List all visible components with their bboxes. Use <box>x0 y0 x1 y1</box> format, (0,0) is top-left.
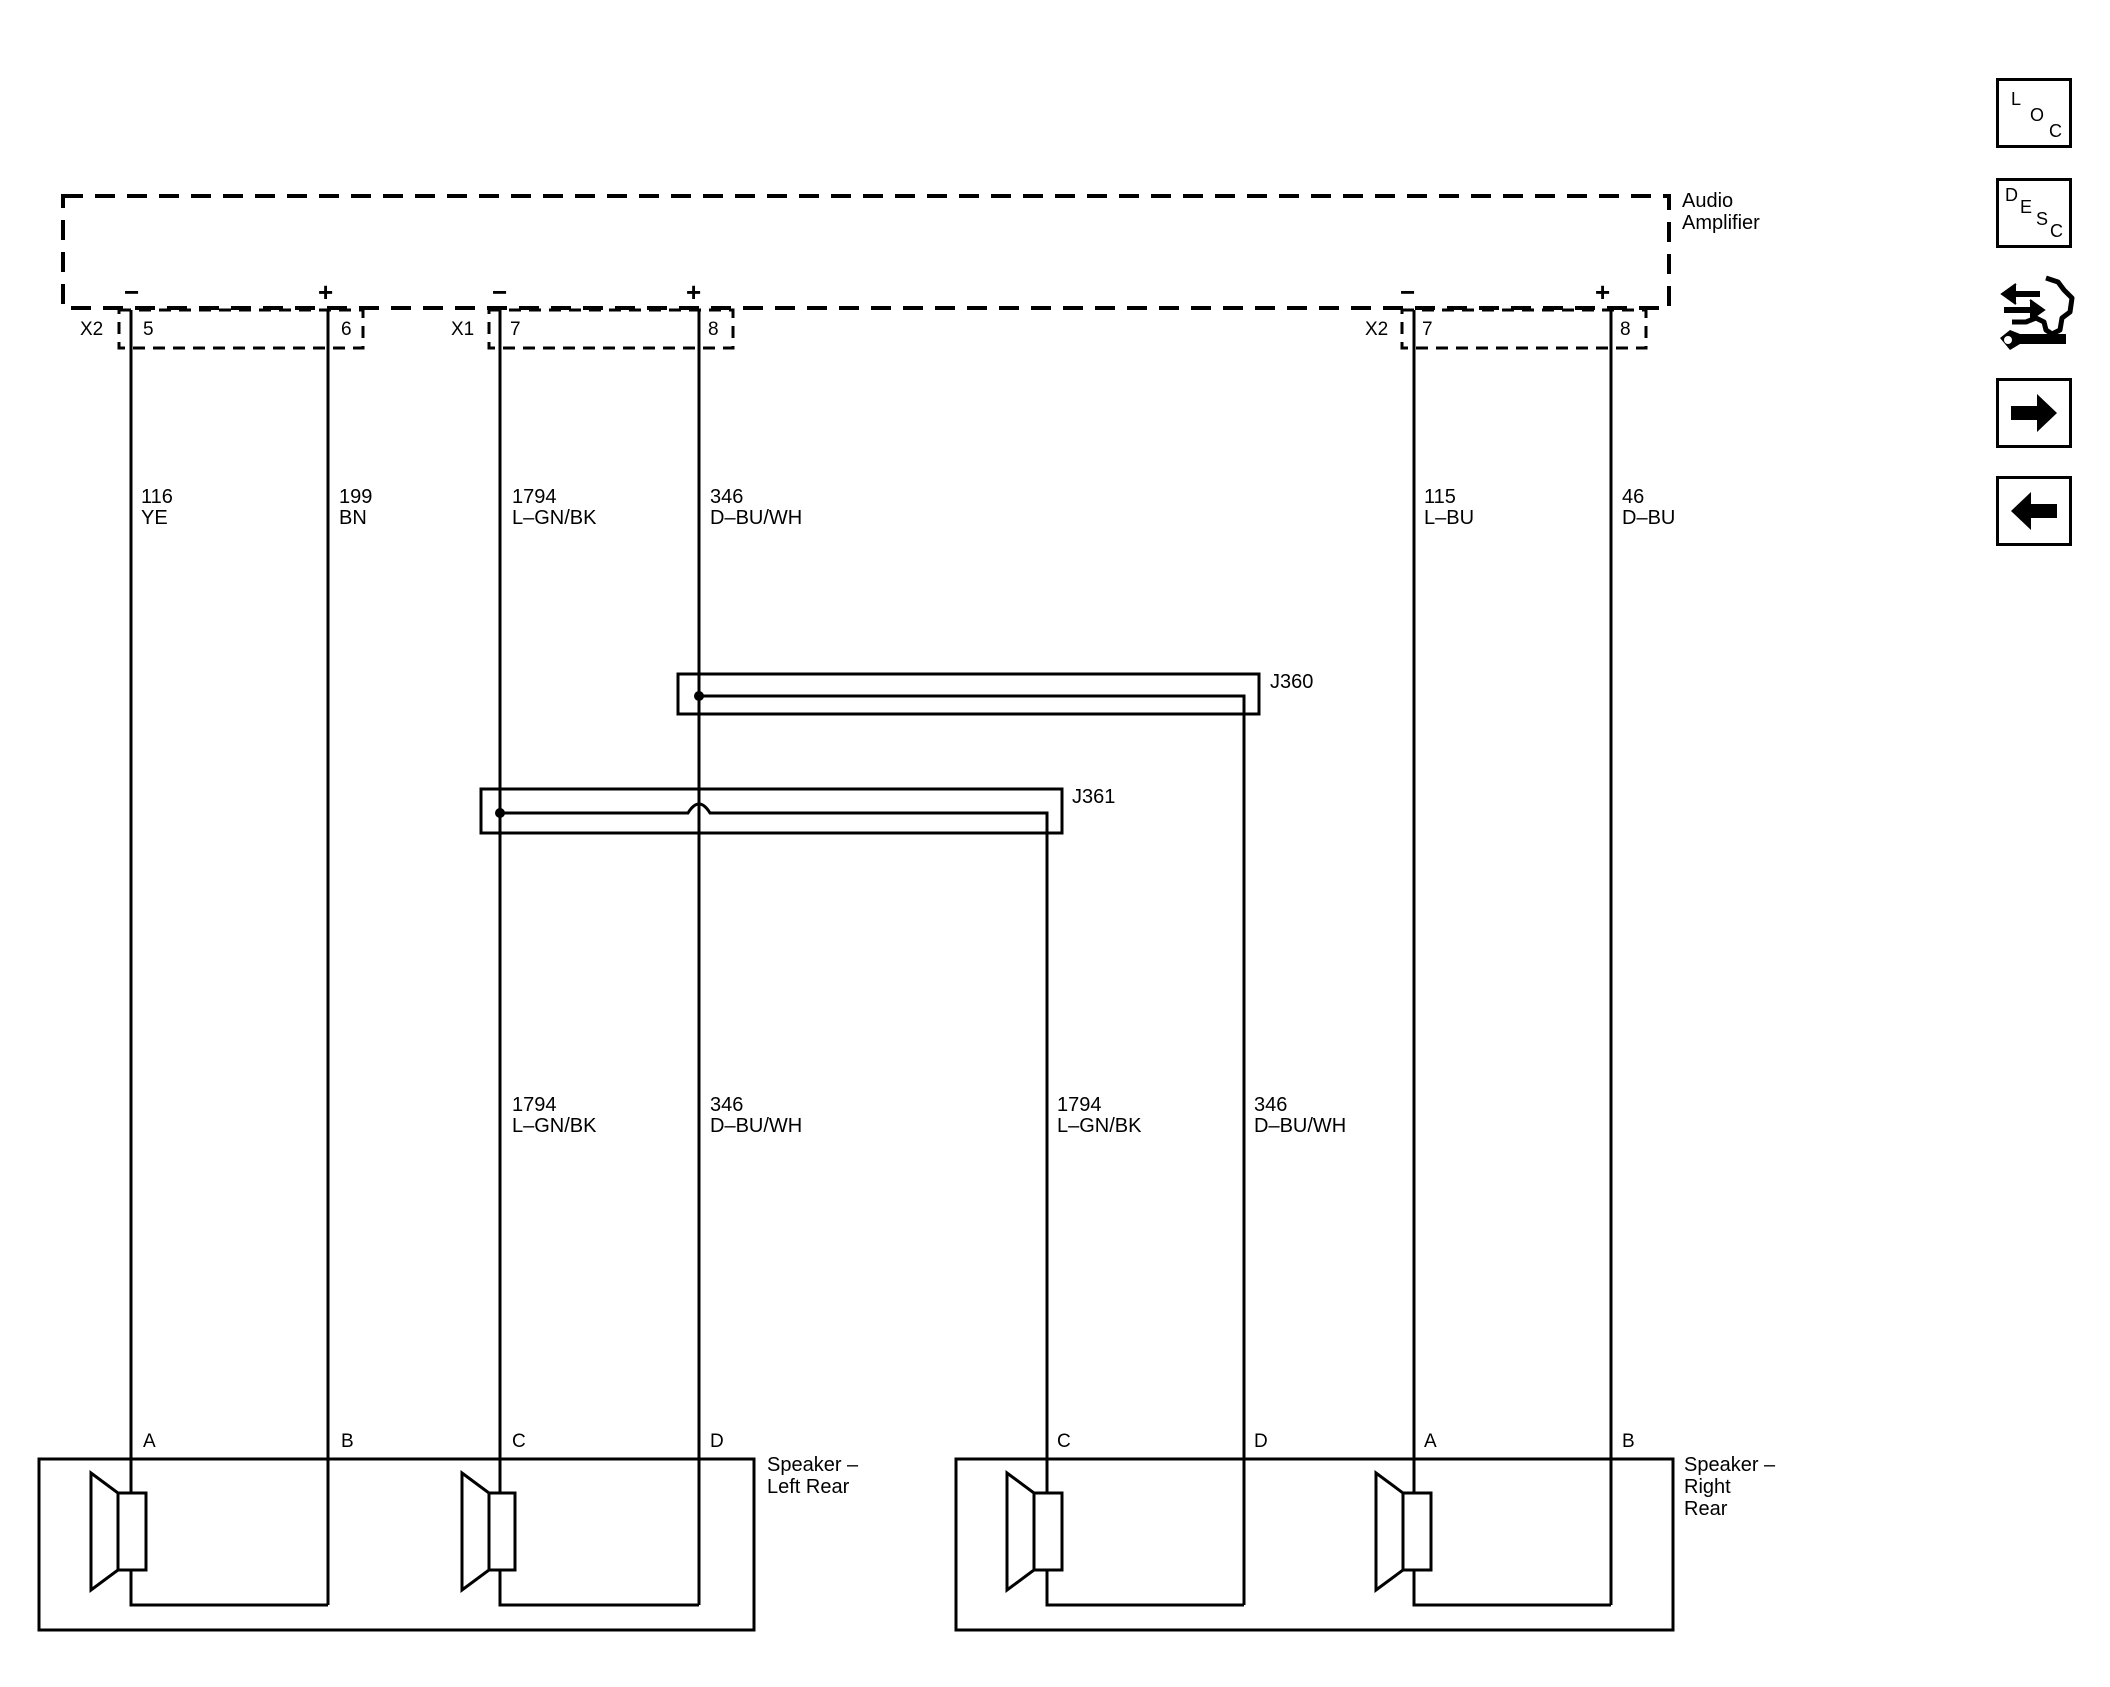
speaker-icon-left-2 <box>460 1470 517 1593</box>
speaker-left-rear-pin-d: D <box>710 1431 724 1452</box>
wire-label-115: 115 <box>1424 486 1456 508</box>
speaker-left-rear-box <box>37 1457 756 1632</box>
wire-label-346-upper: 346 <box>710 486 743 508</box>
splice-j361-dot <box>495 808 505 818</box>
speaker-right-2-loop <box>1412 1570 1611 1607</box>
wire-label-l-gn-bk-lower-right: L–GN/BK <box>1057 1115 1142 1137</box>
speaker-right-rear-pin-a: A <box>1424 1431 1437 1452</box>
speaker-left-rear-pin-a: A <box>143 1431 156 1452</box>
speaker-icon-left-1 <box>89 1470 148 1593</box>
wire-label-l-bu: L–BU <box>1424 507 1474 529</box>
wire-label-116: 116 <box>141 486 173 508</box>
wire-label-l-gn-bk-upper: L–GN/BK <box>512 507 597 529</box>
wire-label-l-gn-bk-lower-left: L–GN/BK <box>512 1115 597 1137</box>
speaker-icon-right-1 <box>1005 1470 1064 1593</box>
connector-pin-6: 6 <box>341 319 352 340</box>
splice-j360-label: J360 <box>1270 671 1313 693</box>
wire-label-346-lower-right: 346 <box>1254 1094 1287 1116</box>
speaker-right-rear-pin-d: D <box>1254 1431 1268 1452</box>
connector-x1 <box>487 308 735 350</box>
connector-pin-8-right: 8 <box>1620 319 1631 340</box>
wire-label-199: 199 <box>339 486 372 508</box>
wire-label-46: 46 <box>1622 486 1644 508</box>
polarity-minus-3: − <box>1400 277 1415 307</box>
speaker-right-rear-label-3: Rear <box>1684 1498 1728 1520</box>
loc-letter-c: C <box>2049 121 2062 141</box>
audio-amplifier-label-1: Audio <box>1682 190 1733 212</box>
wire-label-d-bu: D–BU <box>1622 507 1675 529</box>
splice-j361-bus <box>500 802 1049 1605</box>
audio-amplifier-label-2: Amplifier <box>1682 212 1760 234</box>
connector-id-x1: X1 <box>451 319 474 340</box>
connector-id-x2-right: X2 <box>1365 319 1388 340</box>
wire-label-1794-lower-left: 1794 <box>512 1094 557 1116</box>
loc-letter-o: O <box>2030 105 2045 125</box>
speaker-left-2-loop <box>498 1570 699 1607</box>
connector-x2-right <box>1400 308 1648 350</box>
splice-j360-bus <box>699 694 1246 1605</box>
speaker-right-rear-label-1: Speaker – <box>1684 1454 1776 1476</box>
wire-label-d-bu-wh-lower-left: D–BU/WH <box>710 1115 802 1137</box>
speaker-left-rear-pin-b: B <box>341 1431 354 1452</box>
splice-j360-dot <box>694 691 704 701</box>
audio-amplifier-box <box>61 194 1671 310</box>
polarity-minus-2: − <box>492 277 507 307</box>
connector-pin-7: 7 <box>510 319 521 340</box>
connector-pin-7-right: 7 <box>1422 319 1433 340</box>
wire-label-ye: YE <box>141 507 168 529</box>
speaker-left-rear-label-2: Left Rear <box>767 1476 850 1498</box>
connector-pin-8: 8 <box>708 319 719 340</box>
wire-label-d-bu-wh-lower-right: D–BU/WH <box>1254 1115 1346 1137</box>
wire-label-d-bu-wh-upper: D–BU/WH <box>710 507 802 529</box>
wire-label-1794-upper: 1794 <box>512 486 557 508</box>
arrow-left-icon <box>2011 492 2057 530</box>
speaker-icon-right-2 <box>1374 1470 1433 1593</box>
polarity-minus-1: − <box>124 277 139 307</box>
splice-j361-box <box>479 787 1064 835</box>
connector-end-view-button[interactable] <box>1996 272 2076 360</box>
desc-letter-d: D <box>2005 185 2018 205</box>
arrow-right-icon <box>2011 394 2057 432</box>
connector-pin-5: 5 <box>143 319 154 340</box>
connector-id-x2-left: X2 <box>80 319 103 340</box>
splice-j360-box <box>676 672 1261 716</box>
polarity-plus-2: + <box>686 277 701 307</box>
polarity-plus-3: + <box>1595 277 1610 307</box>
speaker-right-rear-box <box>954 1457 1675 1632</box>
speaker-right-rear-pin-b: B <box>1622 1431 1635 1452</box>
next-button[interactable] <box>1996 378 2072 448</box>
connector-end-view-icon <box>2000 275 2075 350</box>
speaker-left-rear-pin-c: C <box>512 1431 526 1452</box>
desc-letter-e: E <box>2020 197 2033 217</box>
desc-letter-s: S <box>2036 209 2049 229</box>
speaker-right-rear-label-2: Right <box>1684 1476 1731 1498</box>
loc-letter-l: L <box>2011 89 2022 109</box>
polarity-plus-1: + <box>318 277 333 307</box>
connector-x2-left <box>117 308 365 350</box>
wire-label-bn: BN <box>339 507 367 529</box>
wire-label-346-lower-left: 346 <box>710 1094 743 1116</box>
speaker-right-rear-pin-c: C <box>1057 1431 1071 1452</box>
speaker-right-1-loop <box>1045 1570 1244 1607</box>
desc-button[interactable]: D E S C <box>1996 178 2072 248</box>
desc-letter-c: C <box>2050 221 2063 241</box>
wire-label-1794-lower-right: 1794 <box>1057 1094 1102 1116</box>
speaker-left-1-loop <box>129 1570 328 1607</box>
loc-button[interactable]: L O C <box>1996 78 2072 148</box>
splice-j361-label: J361 <box>1072 786 1115 808</box>
previous-button[interactable] <box>1996 476 2072 546</box>
speaker-left-rear-label-1: Speaker – <box>767 1454 859 1476</box>
